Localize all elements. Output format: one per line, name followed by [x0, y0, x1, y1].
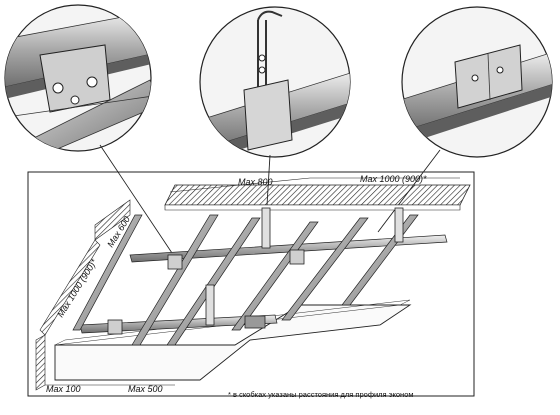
left-wall	[94, 199, 131, 241]
dim-max-1000-left: Max 1000 (900)*	[55, 257, 99, 319]
plasterboard-sheet	[54, 304, 412, 381]
dim-max-100-bottom: Max 100	[46, 384, 81, 394]
wall-guide-profile	[72, 214, 143, 331]
crab-connectors	[107, 249, 305, 335]
dim-max-800-top: Max 800	[238, 177, 273, 187]
bearing-profile-back	[129, 234, 448, 263]
profile-extension	[244, 315, 266, 329]
cross-profiles	[131, 214, 419, 346]
profile-extension-icon	[401, 6, 553, 158]
crab-connector-icon	[4, 4, 152, 152]
diagram-frame	[27, 171, 475, 397]
dim-max-500-bottom: Max 500	[128, 384, 163, 394]
leader-line	[99, 144, 179, 263]
hanger-clip-icon	[199, 6, 351, 158]
dim-max-1000-top: Max 1000 (900)*	[360, 174, 427, 184]
footnote: * в скобках указаны расстояния для профи…	[228, 390, 414, 399]
hangers	[205, 207, 404, 326]
